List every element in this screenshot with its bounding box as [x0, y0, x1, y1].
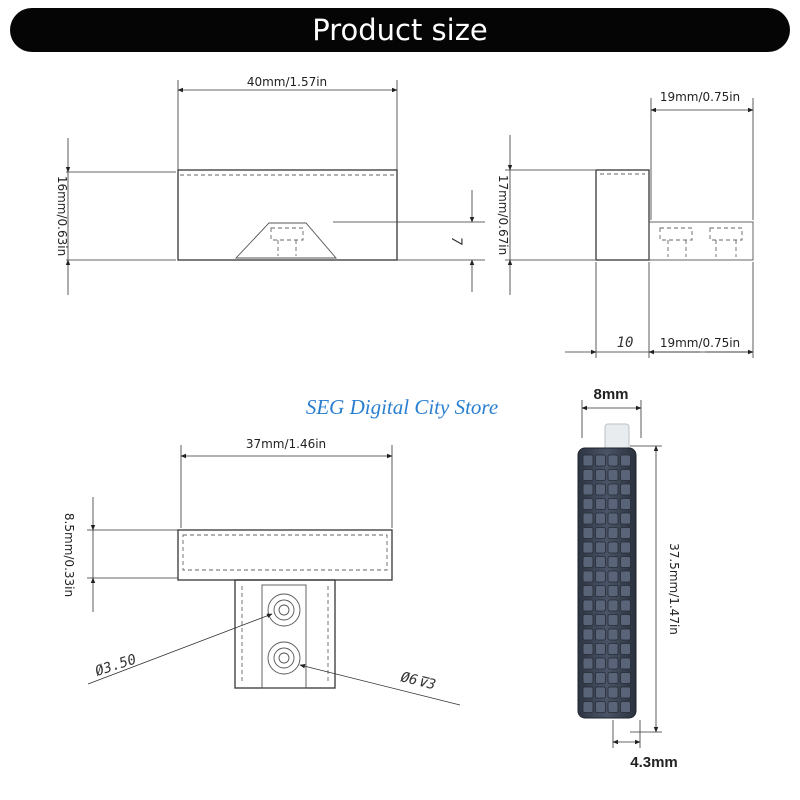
grip-stud	[607, 527, 619, 539]
grip-stud	[595, 614, 606, 626]
grip-stud	[620, 527, 631, 539]
grip-stud	[582, 657, 594, 670]
grip-stud	[607, 541, 619, 554]
grip-stud	[595, 454, 606, 467]
grip-stud	[620, 599, 631, 612]
grip-stud	[620, 643, 631, 655]
photo-height-label: 37.5mm/1.47in	[667, 543, 681, 635]
grip-stud	[620, 628, 631, 641]
front-width-label: 40mm/1.57in	[247, 75, 327, 89]
photo-bottom-label: 4.3mm	[630, 754, 678, 771]
bottom-view	[87, 445, 461, 706]
grip-stud	[607, 585, 619, 597]
grip-stud	[595, 512, 606, 525]
grip-stud	[582, 512, 594, 525]
grip-stud	[607, 672, 619, 684]
grip-stud	[595, 643, 606, 655]
grip-stud	[620, 672, 631, 684]
grip-stud	[582, 628, 594, 641]
grip-stud	[607, 454, 619, 467]
grip-stud	[595, 498, 606, 510]
grip-stud	[620, 686, 631, 699]
grip-stud	[595, 672, 606, 684]
grip-stud	[607, 498, 619, 510]
grip-stud	[582, 498, 594, 510]
page-title: Product size	[312, 13, 488, 47]
grip-stud	[595, 657, 606, 670]
grip-stud	[620, 469, 631, 481]
stud-grid	[582, 454, 631, 713]
grip-stud	[595, 628, 606, 641]
grip-stud	[620, 585, 631, 597]
grip-stud	[582, 469, 594, 481]
grip-stud	[620, 541, 631, 554]
store-watermark: SEG Digital City Store	[306, 395, 498, 419]
grip-stud	[607, 657, 619, 670]
grip-stud	[582, 672, 594, 684]
grip-stud	[607, 570, 619, 583]
grip-stud	[582, 585, 594, 597]
grip-stud	[620, 556, 631, 568]
grip-stud	[582, 643, 594, 655]
bottom-width-label: 37mm/1.46in	[246, 437, 326, 451]
grip-stud	[620, 701, 631, 713]
grip-stud	[607, 512, 619, 525]
grip-stud	[595, 701, 606, 713]
grip-stud	[582, 614, 594, 626]
side-bottom-left-label: 10	[617, 335, 634, 351]
grip-stud	[607, 469, 619, 481]
side-view	[505, 98, 754, 358]
grip-stud	[607, 686, 619, 699]
grip-stud	[582, 483, 594, 496]
front-notch-label: 7	[448, 237, 464, 246]
grip-stud	[607, 556, 619, 568]
grip-stud	[582, 541, 594, 554]
grip-stud	[595, 483, 606, 496]
grip-stud	[595, 599, 606, 612]
grip-stud	[582, 454, 594, 467]
side-top-width-label: 19mm/0.75in	[660, 90, 740, 104]
grip-stud	[620, 498, 631, 510]
front-height-label: 16mm/0.63in	[55, 176, 69, 256]
grip-stud	[595, 585, 606, 597]
grip-stud	[595, 541, 606, 554]
grip-stud	[607, 614, 619, 626]
grip-stud	[607, 628, 619, 641]
grip-stud	[582, 570, 594, 583]
grip-stud	[607, 701, 619, 713]
hole-diameter-label: Ø3.50	[93, 652, 138, 680]
grip-stud	[582, 556, 594, 568]
grip-stud	[595, 527, 606, 539]
grip-stud	[595, 556, 606, 568]
grip-stud	[620, 454, 631, 467]
grip-stud	[620, 657, 631, 670]
grip-stud	[607, 483, 619, 496]
grip-stud	[582, 686, 594, 699]
side-bottom-width-label: 19mm/0.75in	[660, 336, 740, 350]
bottom-height-label: 8.5mm/0.33in	[62, 513, 76, 597]
grip-stud	[620, 483, 631, 496]
grip-stud	[582, 527, 594, 539]
counterbore-label: Ø6⊽3	[399, 669, 437, 693]
photo-top-label: 8mm	[593, 386, 628, 403]
grip-stud	[595, 469, 606, 481]
grip-stud	[607, 599, 619, 612]
grip-stud	[620, 614, 631, 626]
grip-stud	[620, 570, 631, 583]
side-height-label: 17mm/0.67in	[496, 175, 510, 255]
grip-stud	[607, 643, 619, 655]
grip-stud	[595, 686, 606, 699]
product-photo	[577, 400, 662, 748]
grip-stud	[595, 570, 606, 583]
title-banner: Product size	[10, 8, 790, 52]
grip-stud	[582, 599, 594, 612]
grip-stud	[582, 701, 594, 713]
grip-stud	[620, 512, 631, 525]
front-view	[65, 80, 485, 295]
